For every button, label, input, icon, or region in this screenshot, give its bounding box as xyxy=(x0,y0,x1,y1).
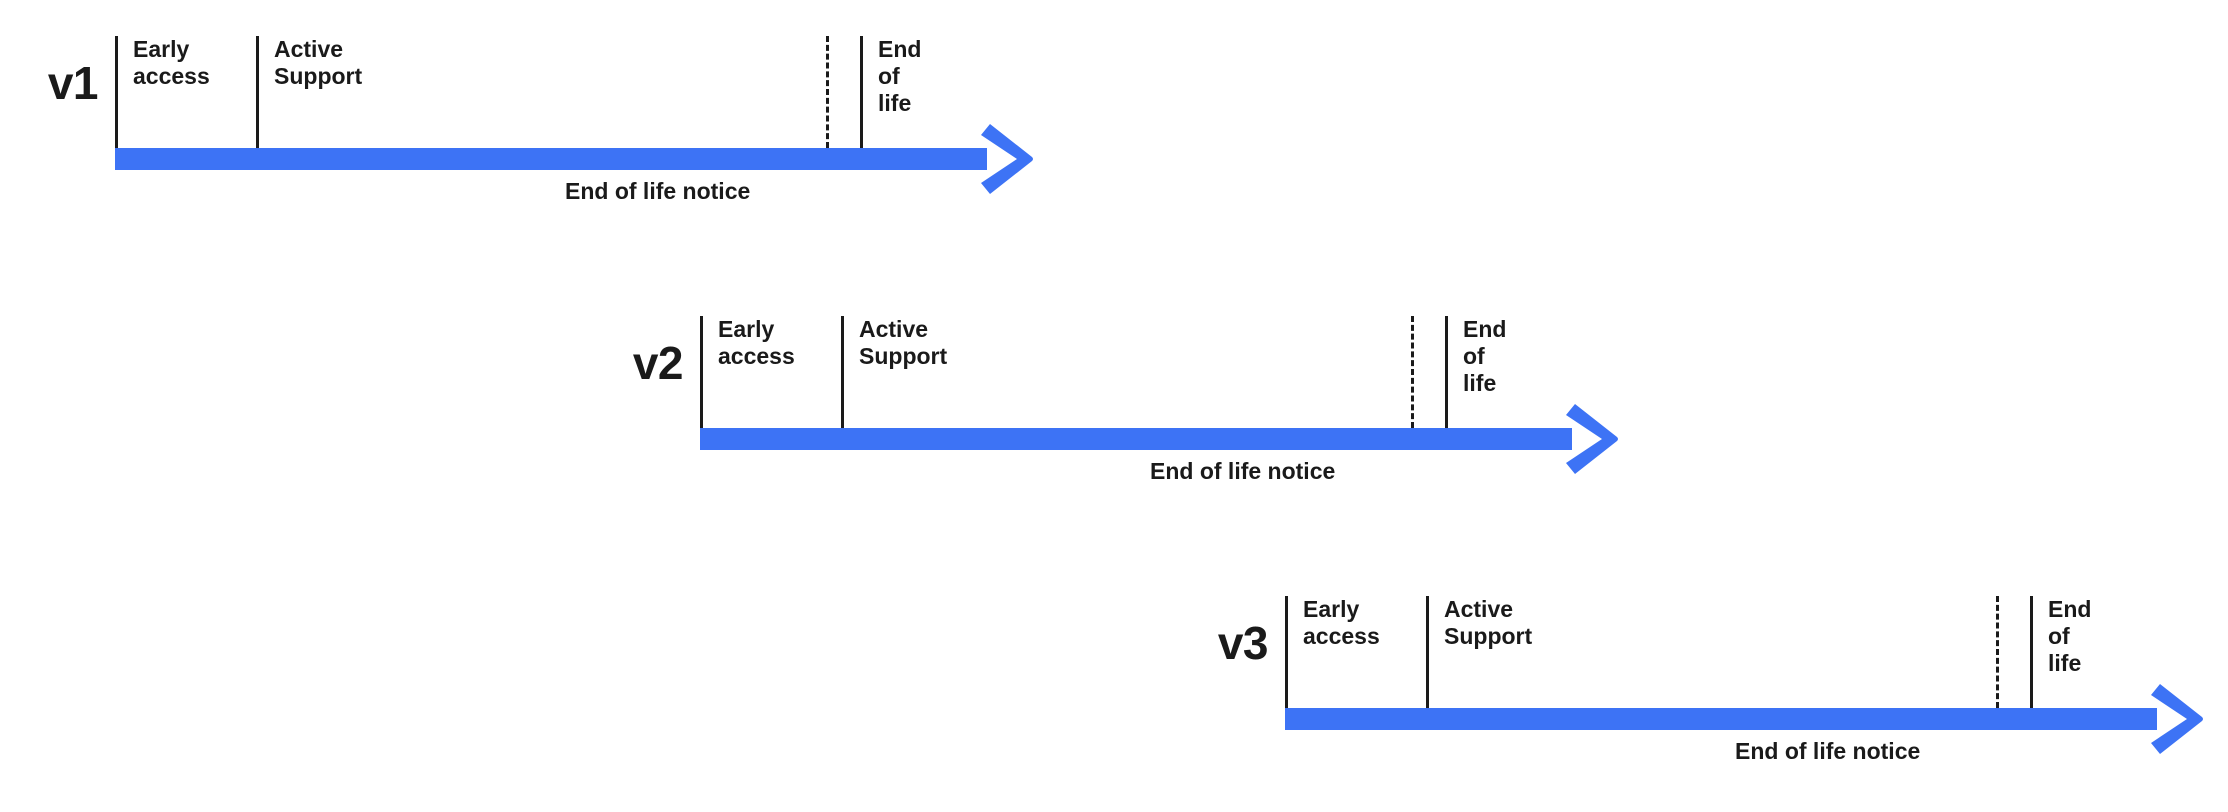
phase-divider-end-of-life xyxy=(2030,596,2033,708)
timeline-bar xyxy=(115,148,987,170)
end-of-life-notice-marker xyxy=(1996,596,1999,708)
end-of-life-notice-label: End of life notice xyxy=(565,178,751,204)
phase-divider-start xyxy=(1285,596,1288,708)
timeline-arrow-icon xyxy=(2150,682,2206,756)
phase-divider-active-support xyxy=(256,36,259,148)
end-of-life-notice-label: End of life notice xyxy=(1735,738,1921,764)
phase-divider-start xyxy=(115,36,118,148)
version-label-v1: v1 xyxy=(47,57,99,109)
phase-divider-end-of-life xyxy=(860,36,863,148)
phase-label-end-of-life: End of life xyxy=(2048,596,2092,676)
timeline-arrow-icon xyxy=(980,122,1036,196)
end-of-life-notice-marker xyxy=(826,36,829,148)
version-label-v2: v2 xyxy=(632,337,684,389)
phase-label-active-support: Active Support xyxy=(274,36,363,89)
end-of-life-notice-marker xyxy=(1411,316,1414,428)
phase-divider-active-support xyxy=(1426,596,1429,708)
phase-label-early-access: Early access xyxy=(718,316,795,369)
phase-divider-start xyxy=(700,316,703,428)
timeline-arrow-icon xyxy=(1565,402,1621,476)
end-of-life-notice-label: End of life notice xyxy=(1150,458,1336,484)
phase-label-active-support: Active Support xyxy=(1444,596,1533,649)
phase-label-active-support: Active Support xyxy=(859,316,948,369)
phase-divider-end-of-life xyxy=(1445,316,1448,428)
phase-label-end-of-life: End of life xyxy=(878,36,922,116)
phase-divider-active-support xyxy=(841,316,844,428)
version-label-v3: v3 xyxy=(1217,617,1269,669)
timeline-bar xyxy=(700,428,1572,450)
phase-label-end-of-life: End of life xyxy=(1463,316,1507,396)
phase-label-early-access: Early access xyxy=(133,36,210,89)
timeline-bar xyxy=(1285,708,2157,730)
phase-label-early-access: Early access xyxy=(1303,596,1380,649)
